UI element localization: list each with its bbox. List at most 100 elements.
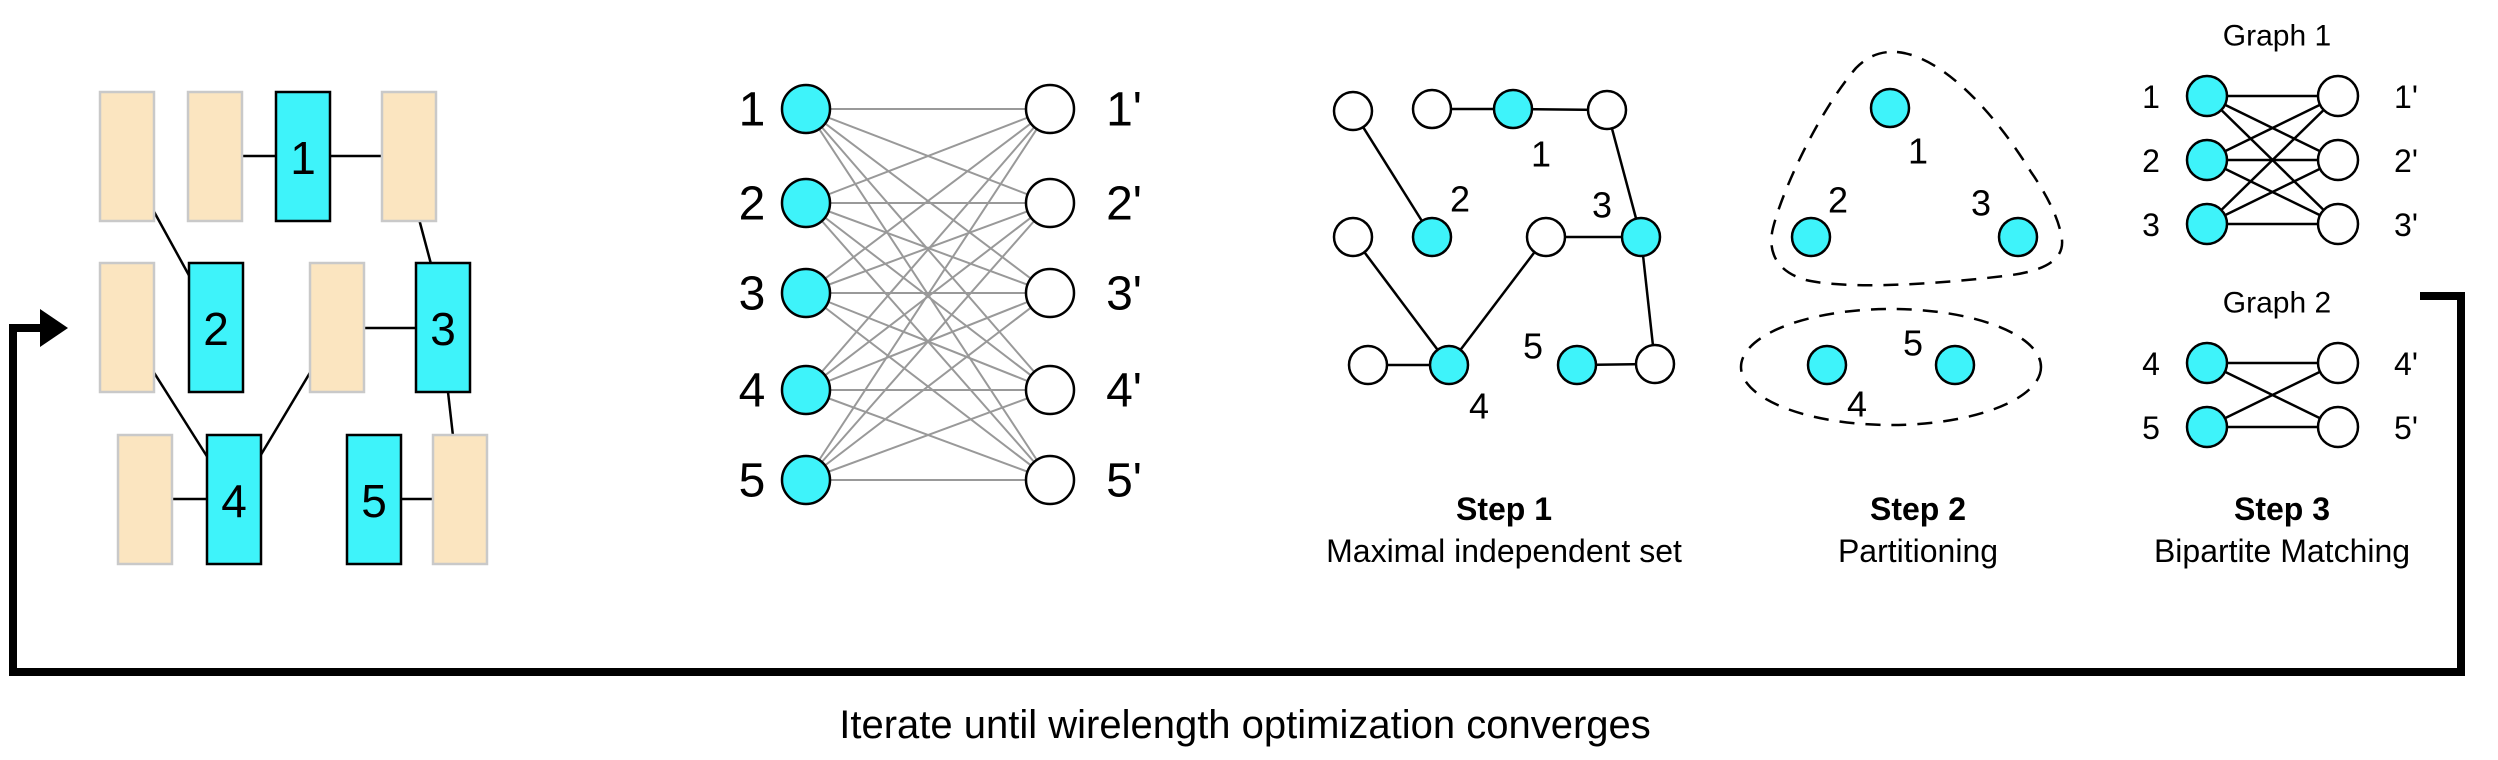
step1-node-1 xyxy=(1492,88,1534,130)
left-node-label: 4 xyxy=(739,365,766,418)
graph1-right-node xyxy=(2316,138,2360,182)
right-node xyxy=(1024,454,1076,506)
graph2-left-label: 5 xyxy=(2142,410,2160,446)
step2-node-label: 3 xyxy=(1971,183,1991,224)
graph2-left-node xyxy=(2185,405,2229,449)
step2-node-5 xyxy=(1934,344,1976,386)
step1-node-label: 5 xyxy=(1523,326,1543,367)
full-bipartite-panel: 1 2 3 4 5 1' 2' 3' 4' 5' xyxy=(739,84,1142,508)
graph1-right-node xyxy=(2316,202,2360,246)
right-node-label: 5' xyxy=(1106,455,1142,508)
step1-node-label: 2 xyxy=(1450,179,1470,220)
step2-node-label: 1 xyxy=(1908,131,1928,172)
graph1-left-label: 3 xyxy=(2142,207,2160,243)
step1-panel: 1 2 3 4 5 Step 1 Maximal independent set xyxy=(1326,88,1682,569)
right-node xyxy=(1024,83,1076,135)
step1-node-2 xyxy=(1411,216,1453,258)
graph2-right-node xyxy=(2316,341,2360,385)
movable-cell-2 xyxy=(187,261,245,394)
step1-subtitle: Maximal independent set xyxy=(1326,533,1682,569)
step1-node-4 xyxy=(1428,344,1470,386)
fixed-cell xyxy=(98,90,156,223)
step1-white-node xyxy=(1332,216,1374,258)
graph1-left-label: 1 xyxy=(2142,79,2160,115)
graph2-edges xyxy=(2206,361,2339,429)
graph1-edges xyxy=(2206,94,2339,226)
right-node xyxy=(1024,364,1076,416)
left-node-label: 2 xyxy=(739,178,766,231)
graph1-left-node xyxy=(2185,74,2229,118)
graph2-left-label: 4 xyxy=(2142,346,2160,382)
fixed-cell xyxy=(308,261,366,394)
graph1-left-node xyxy=(2185,138,2229,182)
step2-node-4 xyxy=(1806,344,1848,386)
step2-node-2 xyxy=(1790,216,1832,258)
movable-cell-4 xyxy=(205,433,263,566)
step1-white-node xyxy=(1525,216,1567,258)
graph1-right-label: 2' xyxy=(2394,143,2418,179)
graph2-title: Graph 2 xyxy=(2223,287,2331,320)
left-node-label: 1 xyxy=(739,84,766,137)
net-line xyxy=(257,370,313,459)
step2-subtitle: Partitioning xyxy=(1838,533,1998,569)
left-node xyxy=(780,454,832,506)
loop-path xyxy=(9,292,2465,676)
left-node-label: 5 xyxy=(739,455,766,508)
left-node xyxy=(780,364,832,416)
step2-panel: 1 2 3 4 5 Step 2 Partitioning xyxy=(1739,50,2064,569)
movable-cell-1 xyxy=(274,90,332,223)
net-line xyxy=(150,207,193,280)
step1-node-label: 4 xyxy=(1469,386,1489,427)
right-node-label: 1' xyxy=(1106,84,1142,137)
step3-subtitle: Bipartite Matching xyxy=(2154,533,2410,569)
right-node-label: 4' xyxy=(1106,365,1142,418)
left-node xyxy=(780,83,832,135)
graph1-left-node xyxy=(2185,202,2229,246)
graph2-right-node xyxy=(2316,405,2360,449)
partition-blob-bottom xyxy=(1739,307,2043,427)
cell-label: 5 xyxy=(361,475,387,527)
left-node xyxy=(780,177,832,229)
loop-arrowhead-icon xyxy=(40,309,68,347)
right-node-label: 3' xyxy=(1106,268,1142,321)
step1-node-label: 1 xyxy=(1531,134,1551,175)
step1-node-5 xyxy=(1556,344,1598,386)
right-node xyxy=(1024,267,1076,319)
step1-white-node xyxy=(1347,344,1389,386)
fixed-cell xyxy=(380,90,438,223)
graph1-right-label: 1' xyxy=(2394,79,2418,115)
cell-label: 2 xyxy=(203,303,229,355)
graph2-left-node xyxy=(2185,341,2229,385)
net-line xyxy=(151,370,210,459)
step2-node-label: 4 xyxy=(1847,384,1867,425)
net-line xyxy=(446,391,455,437)
step1-white-node xyxy=(1332,90,1374,132)
graph1-left-label: 2 xyxy=(2142,143,2160,179)
graph1-title: Graph 1 xyxy=(2223,20,2331,53)
iterate-loop-arrow xyxy=(9,292,2465,676)
right-node xyxy=(1024,177,1076,229)
net-line xyxy=(417,218,433,265)
right-node-label: 2' xyxy=(1106,178,1142,231)
step2-node-3 xyxy=(1997,216,2039,258)
step2-node-label: 2 xyxy=(1828,180,1848,221)
fixed-cell xyxy=(98,261,156,394)
graph1-right-node xyxy=(2316,74,2360,118)
movable-cell-5 xyxy=(345,433,403,566)
fixed-cell xyxy=(431,433,489,566)
left-node-label: 3 xyxy=(739,268,766,321)
step1-white-node xyxy=(1411,88,1453,130)
step3-panel: Graph 1 1 2 3 1' 2' 3' Graph 2 xyxy=(2142,20,2418,570)
graph2-right-label: 4' xyxy=(2394,346,2418,382)
left-node xyxy=(780,267,832,319)
step1-white-node xyxy=(1634,343,1676,385)
graph1-right-label: 3' xyxy=(2394,207,2418,243)
placement-panel: 1 2 3 4 5 xyxy=(98,90,489,566)
cell-label: 1 xyxy=(290,132,316,184)
movable-cell-3 xyxy=(414,261,472,394)
step1-white-node xyxy=(1586,89,1628,131)
cell-label: 4 xyxy=(221,475,247,527)
bipartite-edges xyxy=(805,108,1051,481)
